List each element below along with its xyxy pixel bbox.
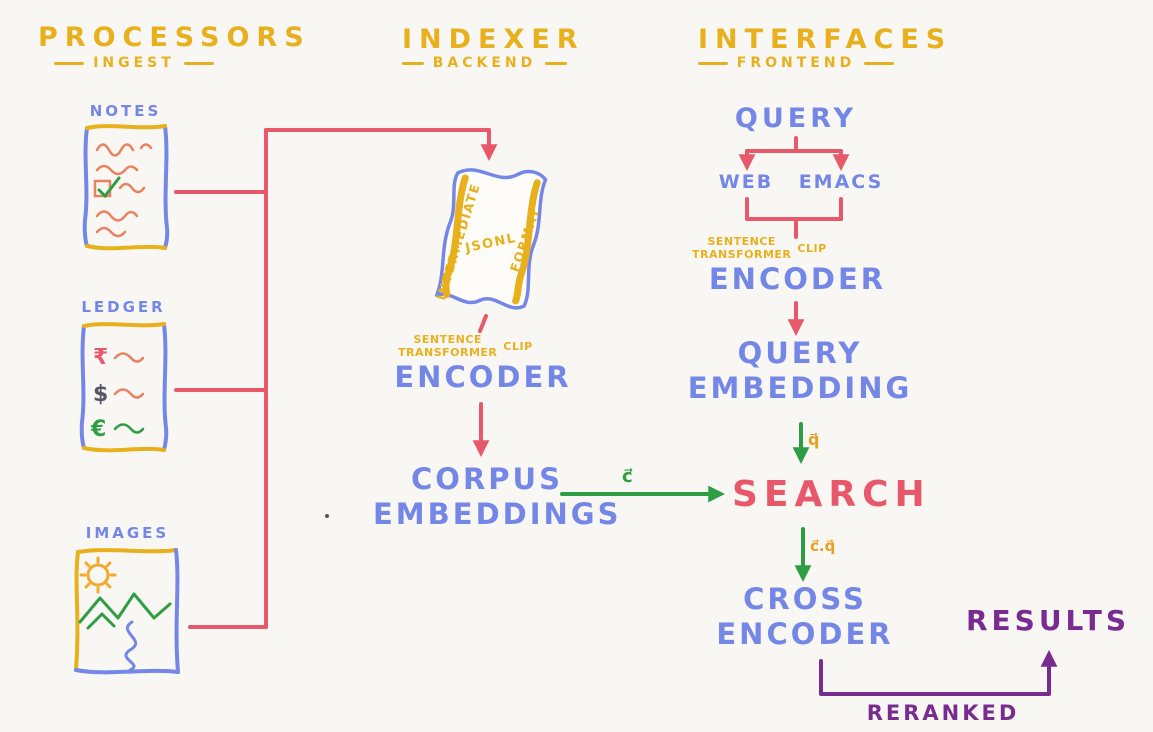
query-embedding-node: QUERY EMBEDDING [687, 336, 913, 405]
dollar-symbol: $ [93, 382, 108, 407]
ledger-label: LEDGER [81, 298, 166, 316]
query-connectors [738, 136, 850, 337]
subtitle-backend-text: BACKEND [432, 55, 537, 71]
dot-product-vector-label: c⃗.q⃗ [810, 537, 836, 555]
emacs-node: EMACS [798, 171, 884, 193]
search-node: SEARCH [732, 474, 931, 515]
cross-encoder-node: CROSS ENCODER [716, 582, 894, 651]
header-interfaces-title: INTERFACES [698, 24, 953, 55]
images-picture-icon [68, 542, 186, 684]
notes-document-icon [78, 118, 173, 260]
ingest-connectors [174, 128, 498, 629]
stray-ink-dot [325, 514, 329, 518]
rupee-symbol: ₹ [93, 345, 108, 370]
header-processors-subtitle: INGEST [38, 55, 230, 71]
corpus-embeddings-node: CORPUS EMBEDDINGS [373, 462, 622, 531]
header-processors-title: PROCESSORS [38, 22, 311, 53]
reranked-label: RERANKED [866, 701, 1020, 725]
interfaces-encoder-model-label: SENTENCE TRANSFORMER CLIP [692, 235, 827, 261]
jsonl-scroll-icon: INTERMEDIATE JSONL FORMAT [420, 160, 570, 318]
subtitle-frontend-text: FRONTEND [736, 55, 856, 71]
interfaces-clip-text: CLIP [797, 241, 827, 255]
indexer-clip-text: CLIP [503, 339, 533, 353]
images-label: IMAGES [85, 524, 170, 542]
ledger-document-icon: ₹ $ € [75, 316, 172, 462]
connector-scroll-to-encoder [478, 314, 488, 333]
web-node: WEB [718, 171, 774, 193]
rerank-connectors [819, 649, 1058, 696]
notes-label: NOTES [89, 102, 162, 120]
connector-cross-encoder-to-results [819, 649, 1058, 696]
euro-symbol: € [90, 417, 106, 442]
corpus-vector-label: c⃗ [622, 466, 633, 487]
query-node: QUERY [734, 103, 858, 134]
subtitle-ingest-text: INGEST [93, 55, 175, 71]
indexer-encoder-node: ENCODER [394, 360, 572, 394]
interfaces-sentence-transformer-text: SENTENCE TRANSFORMER [692, 235, 792, 261]
header-indexer-subtitle: BACKEND [402, 55, 567, 71]
indexer-encoder-model-label: SENTENCE TRANSFORMER CLIP [398, 333, 533, 359]
search-connectors [560, 422, 812, 583]
results-node: RESULTS [965, 604, 1131, 637]
query-vector-label: q⃗ [808, 430, 820, 449]
header-indexer-title: INDEXER [402, 24, 585, 55]
interfaces-encoder-node: ENCODER [708, 262, 887, 296]
header-interfaces-subtitle: FRONTEND [698, 55, 894, 71]
indexer-sentence-transformer-text: SENTENCE TRANSFORMER [398, 333, 498, 359]
